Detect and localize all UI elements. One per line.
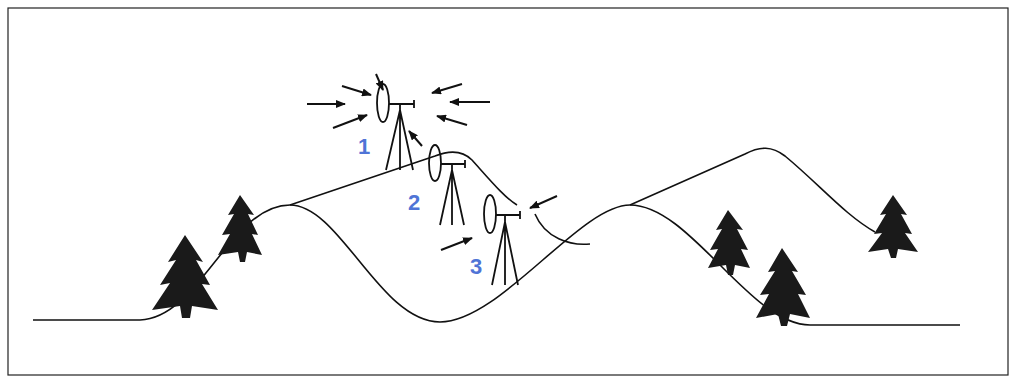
trees [152, 195, 918, 326]
callout-number: 2 [408, 192, 420, 214]
frame [8, 8, 1008, 375]
hills [33, 148, 960, 325]
callout-number: 1 [358, 136, 370, 158]
wind-arrows [307, 74, 557, 250]
wind-turbines [377, 84, 520, 285]
callout-number: 3 [470, 256, 482, 278]
